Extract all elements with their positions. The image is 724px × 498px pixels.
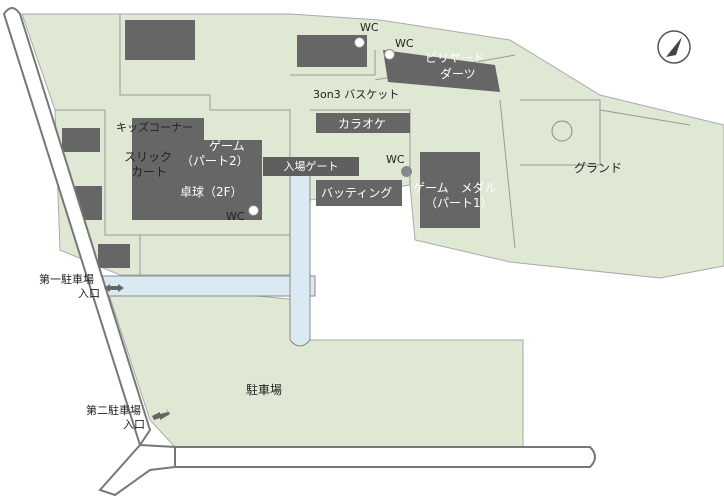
building-left-1 bbox=[62, 128, 100, 152]
label-entrance2-line2: 入口 bbox=[123, 418, 145, 431]
label-entrance1-line2: 入口 bbox=[78, 287, 100, 300]
building-left-3 bbox=[98, 244, 130, 268]
label-entrance2-line1: 第二駐車場 bbox=[86, 404, 141, 417]
label-darts: ダーツ bbox=[440, 67, 476, 81]
entrance-arrows bbox=[104, 284, 170, 420]
wc-dot-gate bbox=[401, 166, 412, 177]
north-arrow-icon bbox=[657, 30, 691, 64]
building-game2 bbox=[132, 140, 262, 220]
entrance-gate[interactable]: 入場ゲート bbox=[263, 157, 359, 176]
label-ground: グランド bbox=[574, 161, 623, 175]
arrow-entrance-1 bbox=[104, 284, 124, 292]
building-karaoke bbox=[316, 113, 410, 133]
zone-outlines bbox=[55, 14, 691, 275]
label-pingpong: 卓球（2F） bbox=[180, 185, 243, 199]
walkways bbox=[99, 164, 316, 347]
walkway-vertical bbox=[289, 164, 311, 347]
label-basket: 3on3 バスケット bbox=[313, 88, 400, 101]
label-wc-gate: WC bbox=[386, 153, 405, 166]
label-kids: キッズコーナー bbox=[116, 121, 193, 134]
wc-dot-billiards bbox=[384, 49, 395, 60]
label-game2-line2: （パート2） bbox=[181, 154, 249, 168]
arrow-entrance-2 bbox=[152, 408, 170, 420]
label-wc-pingpong: WC bbox=[226, 210, 245, 223]
label-batting: バッティング bbox=[321, 186, 393, 200]
label-slick-line2: カート bbox=[131, 165, 168, 179]
wc-dot-top bbox=[354, 37, 365, 48]
walkway-horizontal bbox=[99, 275, 316, 297]
label-entrance1-line1: 第一駐車場 bbox=[39, 273, 94, 286]
building-batting bbox=[316, 180, 402, 206]
building-billiards bbox=[383, 50, 500, 92]
roads bbox=[2, 7, 596, 497]
parking-area bbox=[104, 281, 524, 448]
label-karaoke: カラオケ bbox=[338, 117, 387, 131]
building-kids bbox=[132, 118, 204, 140]
label-slick-line1: スリック bbox=[124, 150, 173, 164]
label-wc-billiards: WC bbox=[395, 37, 414, 50]
building-top-left bbox=[125, 20, 195, 60]
label-game2-line1: ゲーム bbox=[209, 139, 245, 153]
ground-circle bbox=[551, 120, 573, 142]
wc-dot-pingpong bbox=[248, 205, 259, 216]
building-game1 bbox=[420, 152, 480, 228]
label-parking: 駐車場 bbox=[246, 383, 283, 397]
label-game1-line1: ゲーム メダル bbox=[413, 181, 497, 195]
label-billiards: ビリヤード bbox=[425, 51, 486, 65]
label-game1-line2: （パート1） bbox=[425, 196, 493, 210]
label-wc-top: WC bbox=[360, 21, 379, 34]
